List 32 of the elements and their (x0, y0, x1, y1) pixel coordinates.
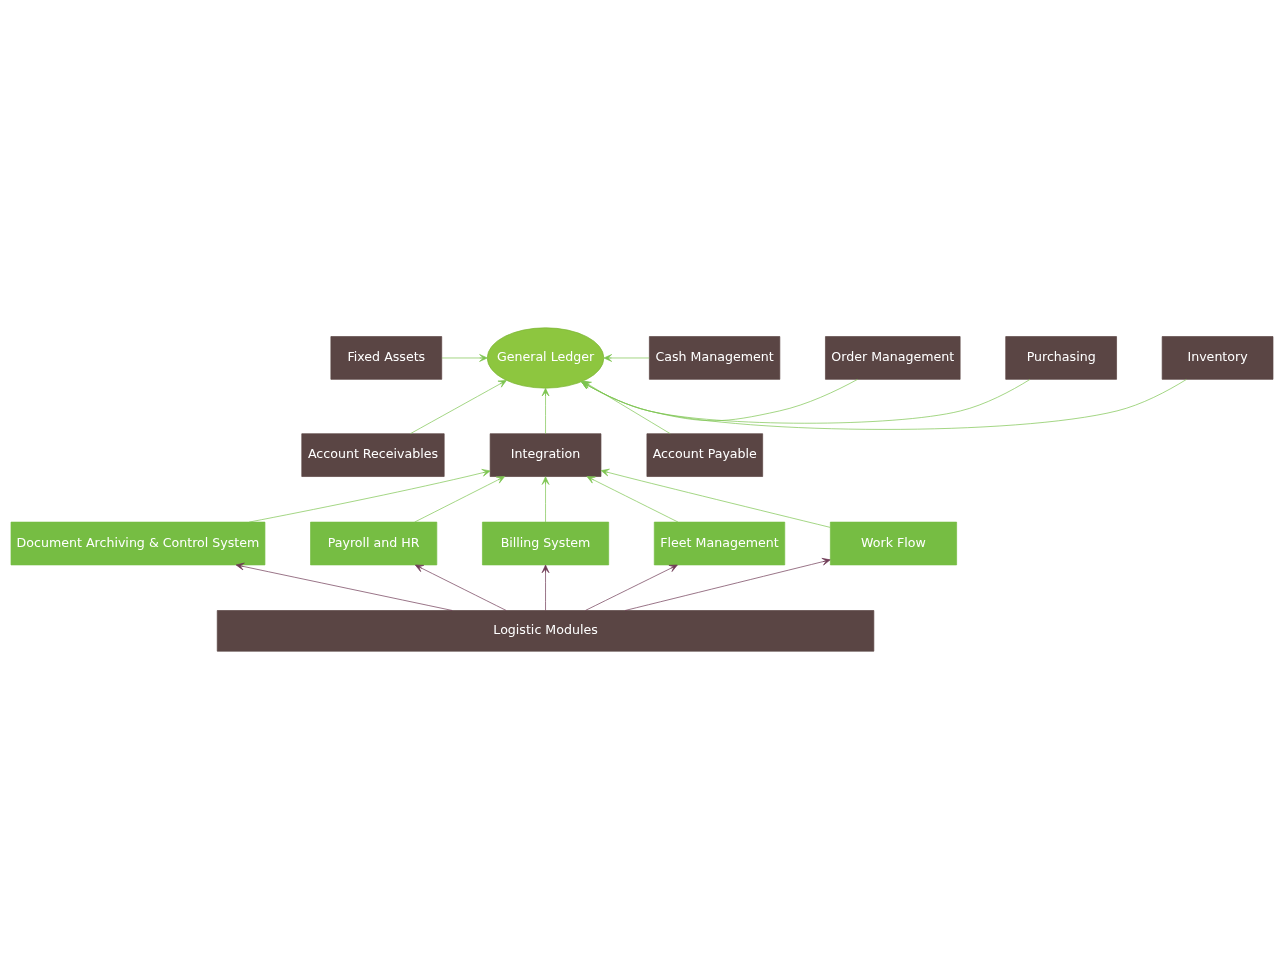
arrow (441, 353, 488, 362)
arrow (603, 353, 650, 362)
node-box: Inventory (1161, 335, 1274, 380)
node-box: Account Receivables (301, 432, 445, 477)
arrow (582, 380, 671, 434)
arrow (600, 468, 831, 528)
node-box: Work Flow (830, 521, 957, 565)
arrow (414, 564, 507, 611)
node-box: Payroll and HR (310, 521, 438, 565)
arrow (541, 475, 550, 522)
node-box: Purchasing (1005, 335, 1117, 380)
node-box: Account Payable (646, 432, 763, 477)
node-box: Order Management (825, 335, 961, 380)
arrow (586, 475, 679, 522)
arrow (585, 564, 678, 611)
node-box: Cash Management (649, 335, 781, 380)
node-box: Billing System (482, 521, 610, 565)
node-box: Fleet Management (653, 521, 786, 565)
arrow (581, 378, 1031, 424)
arrow (414, 475, 505, 522)
node-box: Document Archiving & Control System (10, 521, 266, 565)
arrow (581, 378, 1187, 430)
node-box: Integration (489, 432, 602, 477)
arrow (581, 378, 858, 421)
arrow (541, 564, 550, 611)
arrow (248, 468, 491, 522)
arrow (624, 557, 831, 611)
arrow (541, 387, 550, 434)
arrow (410, 379, 507, 434)
node-box: Fixed Assets (330, 335, 443, 380)
node-box: Logistic Modules (216, 609, 875, 652)
arrow (235, 562, 453, 611)
